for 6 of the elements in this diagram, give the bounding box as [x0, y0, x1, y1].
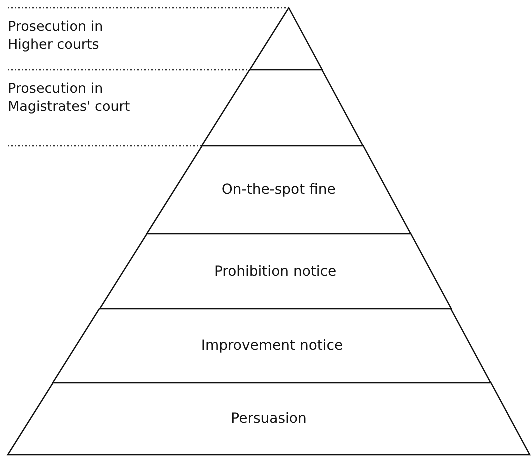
- tier-label: Improvement notice: [201, 338, 344, 354]
- tier-label: Prohibition notice: [214, 264, 337, 280]
- tier-label: Persuasion: [231, 411, 307, 427]
- tier-side-label: Prosecution in Magistrates' court: [8, 80, 132, 116]
- tier-side-label: Prosecution in Higher courts: [8, 18, 104, 54]
- tier-label: On-the-spot fine: [222, 182, 336, 198]
